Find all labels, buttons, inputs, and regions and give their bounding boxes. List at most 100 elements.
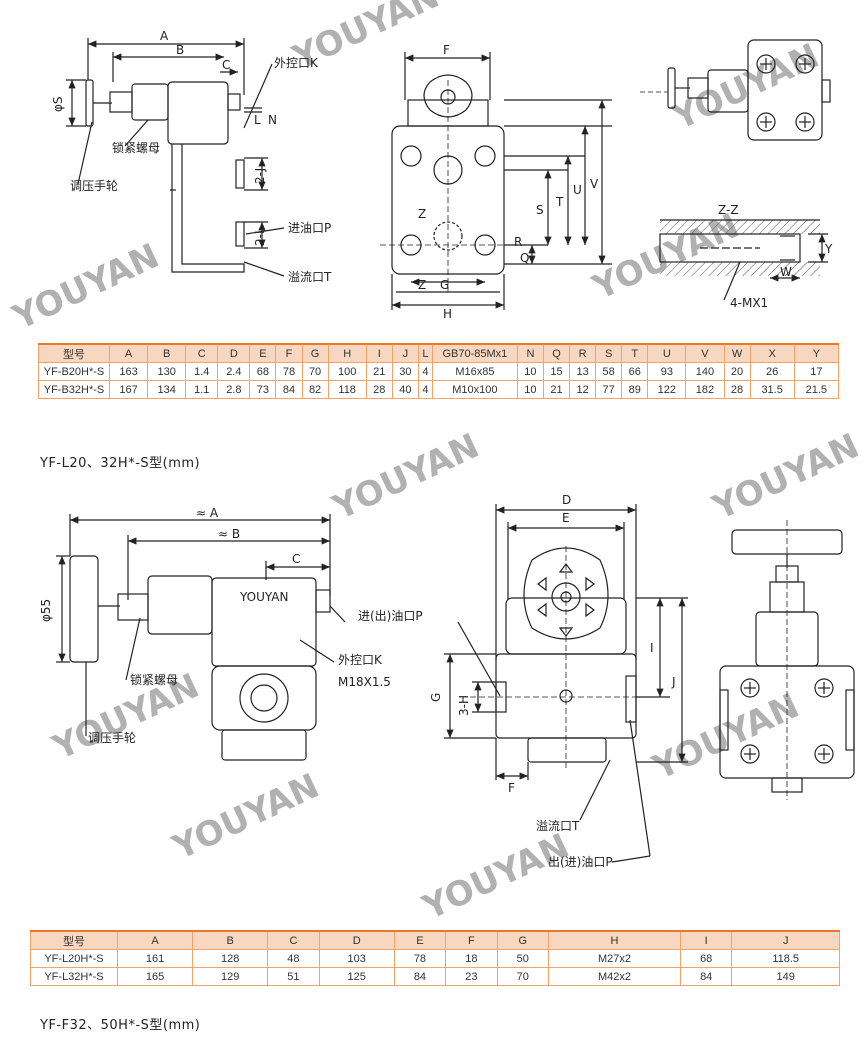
table-cell: M16x85 [431, 362, 518, 381]
header-cell: U [647, 343, 687, 363]
cell-model: YF-L20H*-S [30, 949, 118, 968]
header-cell: N [516, 343, 544, 363]
header-cell: W [723, 343, 751, 363]
bottom-front-labels: D E I J G 3-H F 进(出)油口P 溢流口T 出(进)油口P [358, 493, 676, 869]
header-cell: V [685, 343, 725, 363]
table-cell: M10x100 [431, 380, 518, 399]
svg-text:J: J [671, 675, 676, 689]
table-cell: 82 [301, 380, 329, 399]
table-cell: 66 [621, 362, 649, 381]
header-cell: I [679, 930, 733, 950]
table-cell: 125 [318, 967, 395, 986]
table-cell: 84 [679, 967, 733, 986]
svg-text:YOUYAN: YOUYAN [646, 686, 805, 789]
svg-text:YOUYAN: YOUYAN [666, 36, 825, 139]
svg-text:YOUYAN: YOUYAN [166, 766, 325, 869]
bottom-front-view [444, 504, 688, 863]
table-cell: 100 [327, 362, 367, 381]
table-cell: 21 [542, 380, 571, 399]
header-cell: R [569, 343, 597, 363]
label-m18: M18X1.5 [338, 675, 391, 689]
svg-text:D: D [562, 493, 571, 507]
svg-text:E: E [562, 511, 570, 525]
table-row: YF-B32H*-S 167 134 1.1 2.8 73 84 82 118 … [38, 380, 840, 399]
svg-text:2-J: 2-J [253, 168, 267, 184]
table-cell: 103 [318, 949, 395, 968]
table-cell: 58 [595, 362, 623, 381]
svg-text:YOUYAN: YOUYAN [326, 426, 485, 529]
table-cell: 89 [621, 380, 649, 399]
header-cell: GB70-85Mx1 [431, 343, 518, 363]
svg-text:V: V [590, 177, 599, 191]
svg-text:N: N [268, 113, 277, 127]
svg-text:φS: φS [51, 96, 65, 112]
header-cell: X [749, 343, 795, 363]
top-front-labels: F Z G Z H S T U V R Q [418, 43, 599, 321]
header-cell: J [391, 343, 419, 363]
caption-l-series: YF-L20、32H*-S型(mm) [40, 456, 201, 471]
header-model: 型号 [38, 343, 110, 363]
cell-model: YF-B20H*-S [38, 362, 110, 381]
table-cell: 70 [301, 362, 329, 381]
header-cell: A [116, 930, 194, 950]
table-cell: 48 [267, 949, 320, 968]
table-cell: 21.5 [793, 380, 840, 399]
svg-text:R: R [514, 235, 522, 249]
svg-text:YOUYAN: YOUYAN [706, 426, 865, 529]
table-cell: 70 [496, 967, 549, 986]
svg-text:G: G [440, 278, 449, 292]
table-cell: 28 [723, 380, 751, 399]
table-cell: 2.4 [217, 362, 251, 381]
svg-text:H: H [443, 307, 452, 321]
table-cell: 15 [542, 362, 571, 381]
label-lock-nut2: 锁紧螺母 [130, 672, 178, 687]
table-cell: 4 [417, 380, 433, 399]
table-cell: 167 [108, 380, 149, 399]
svg-text:Y: Y [824, 242, 833, 256]
table-cell: 161 [116, 949, 194, 968]
label-ext-port-k2: 外控口K [338, 653, 383, 667]
table-cell: 30 [391, 362, 419, 381]
header-cell: L [417, 343, 433, 363]
table-cell: 10 [516, 380, 544, 399]
table-cell: 128 [192, 949, 269, 968]
header-cell: C [185, 343, 219, 363]
top-side-view [66, 38, 285, 277]
caption-f-series: YF-F32、50H*-S型(mm) [40, 1018, 201, 1033]
header-model: 型号 [30, 930, 118, 950]
svg-text:T: T [555, 195, 564, 209]
label-outin-p: 出(进)油口P [548, 855, 613, 869]
table-cell: 118 [327, 380, 367, 399]
svg-text:≈ A: ≈ A [196, 506, 219, 520]
header-cell: A [108, 343, 149, 363]
svg-text:C: C [222, 58, 230, 72]
svg-text:U: U [573, 183, 582, 197]
svg-text:2-I: 2-I [253, 230, 267, 246]
table-header-row: 型号 A B C D E F G H I J L GB70-85Mx1 N Q … [38, 343, 840, 363]
header-cell: G [496, 930, 549, 950]
svg-text:YOUYAN: YOUYAN [6, 236, 165, 339]
table-cell: 84 [393, 967, 447, 986]
table-row: YF-L20H*-S 161 128 48 103 78 18 50 M27x2… [30, 949, 840, 968]
table-cell: 122 [647, 380, 687, 399]
table-cell: 21 [365, 362, 393, 381]
svg-text:φ55: φ55 [39, 599, 53, 622]
label-adjust-wheel2: 调压手轮 [88, 731, 136, 745]
svg-text:F: F [443, 43, 450, 57]
section-title: Z-Z [718, 203, 739, 217]
header-cell: D [318, 930, 395, 950]
cell-model: YF-B32H*-S [38, 380, 110, 399]
bottom-side-view [56, 514, 346, 761]
table-cell: M27x2 [547, 949, 681, 968]
table-cell: 68 [679, 949, 733, 968]
table-cell: 23 [445, 967, 498, 986]
table-cell: 4 [417, 362, 433, 381]
table-cell: 78 [275, 362, 303, 381]
svg-text:≈ B: ≈ B [218, 527, 240, 541]
table-row: YF-B20H*-S 163 130 1.4 2.4 68 78 70 100 … [38, 362, 840, 381]
svg-text:Z: Z [418, 207, 426, 221]
table-cell: 149 [731, 967, 840, 986]
table-cell: 93 [647, 362, 687, 381]
table-cell: 163 [108, 362, 149, 381]
